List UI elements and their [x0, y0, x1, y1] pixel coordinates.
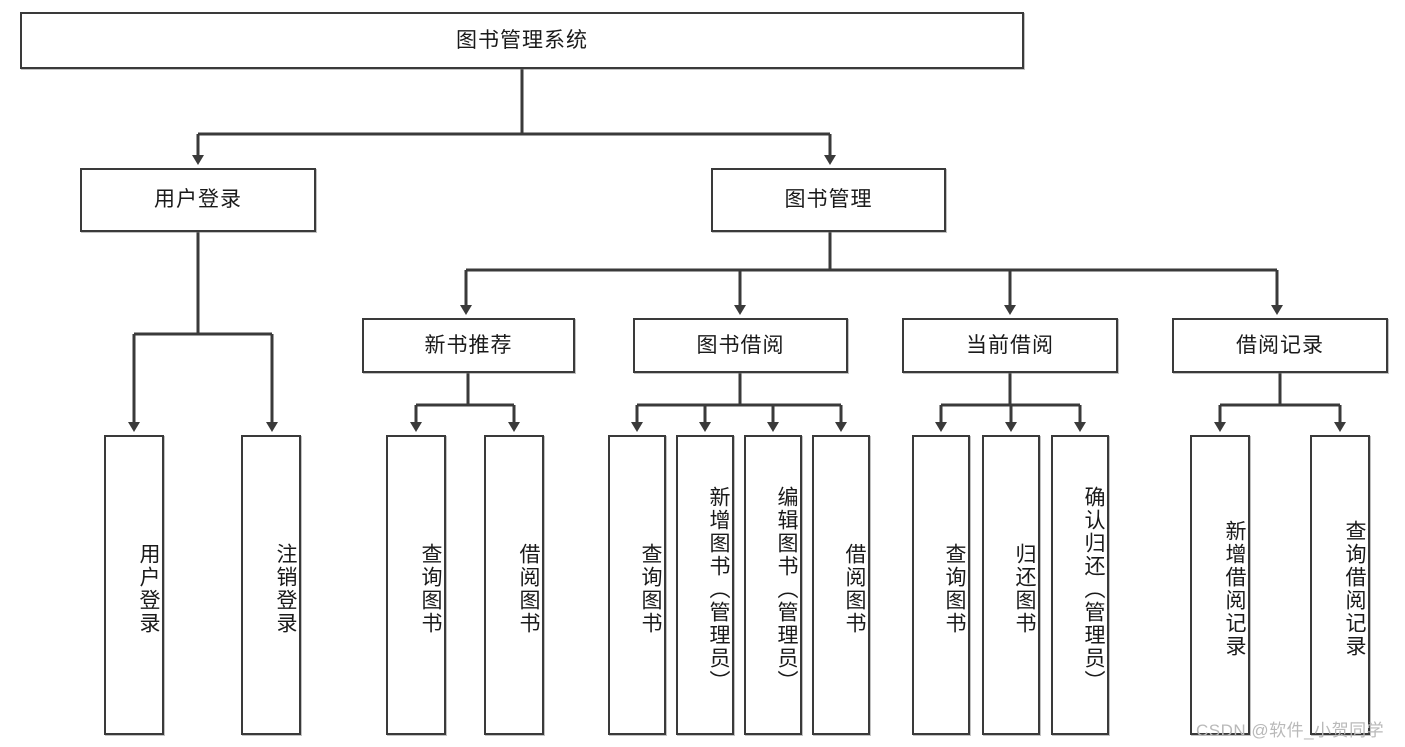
node-label: 查询借阅记录: [1343, 520, 1366, 658]
node-label: 归还图书: [1013, 543, 1036, 635]
node-label: 新增图书（管理员）: [707, 485, 730, 693]
node-current-borrow[interactable]: 当前借阅: [902, 318, 1118, 373]
node-label: 注销登录: [274, 543, 297, 635]
node-label: 借阅图书: [843, 543, 866, 635]
node-label: 借阅图书: [517, 543, 540, 635]
node-leaf-query-book-borrow[interactable]: 查询图书: [608, 435, 666, 735]
node-root[interactable]: 图书管理系统: [20, 12, 1024, 69]
node-user-login[interactable]: 用户登录: [80, 168, 316, 232]
node-leaf-logout[interactable]: 注销登录: [241, 435, 301, 735]
node-label: 编辑图书（管理员）: [775, 485, 798, 693]
node-label: 新增借阅记录: [1223, 520, 1246, 658]
node-label: 用户登录: [137, 543, 160, 635]
node-leaf-edit-book-admin[interactable]: 编辑图书（管理员）: [744, 435, 802, 735]
node-leaf-borrow-book-recommend[interactable]: 借阅图书: [484, 435, 544, 735]
node-label: 查询图书: [639, 543, 662, 635]
node-leaf-user-login[interactable]: 用户登录: [104, 435, 164, 735]
node-leaf-add-book-admin[interactable]: 新增图书（管理员）: [676, 435, 734, 735]
node-leaf-add-borrow-record[interactable]: 新增借阅记录: [1190, 435, 1250, 735]
node-borrow-record[interactable]: 借阅记录: [1172, 318, 1388, 373]
node-label: 查询图书: [943, 543, 966, 635]
csdn-watermark: CSDN @软件_小贺同学: [1196, 721, 1385, 740]
node-leaf-return-book[interactable]: 归还图书: [982, 435, 1040, 735]
node-leaf-query-borrow-record[interactable]: 查询借阅记录: [1310, 435, 1370, 735]
node-leaf-query-book-current[interactable]: 查询图书: [912, 435, 970, 735]
node-label: 查询图书: [419, 543, 442, 635]
node-book-borrow[interactable]: 图书借阅: [633, 318, 848, 373]
node-leaf-query-book-recommend[interactable]: 查询图书: [386, 435, 446, 735]
node-leaf-borrow-book[interactable]: 借阅图书: [812, 435, 870, 735]
node-leaf-confirm-return-admin[interactable]: 确认归还（管理员）: [1051, 435, 1109, 735]
node-new-book-recommend[interactable]: 新书推荐: [362, 318, 575, 373]
node-label: 确认归还（管理员）: [1082, 485, 1105, 693]
node-book-manage[interactable]: 图书管理: [711, 168, 946, 232]
